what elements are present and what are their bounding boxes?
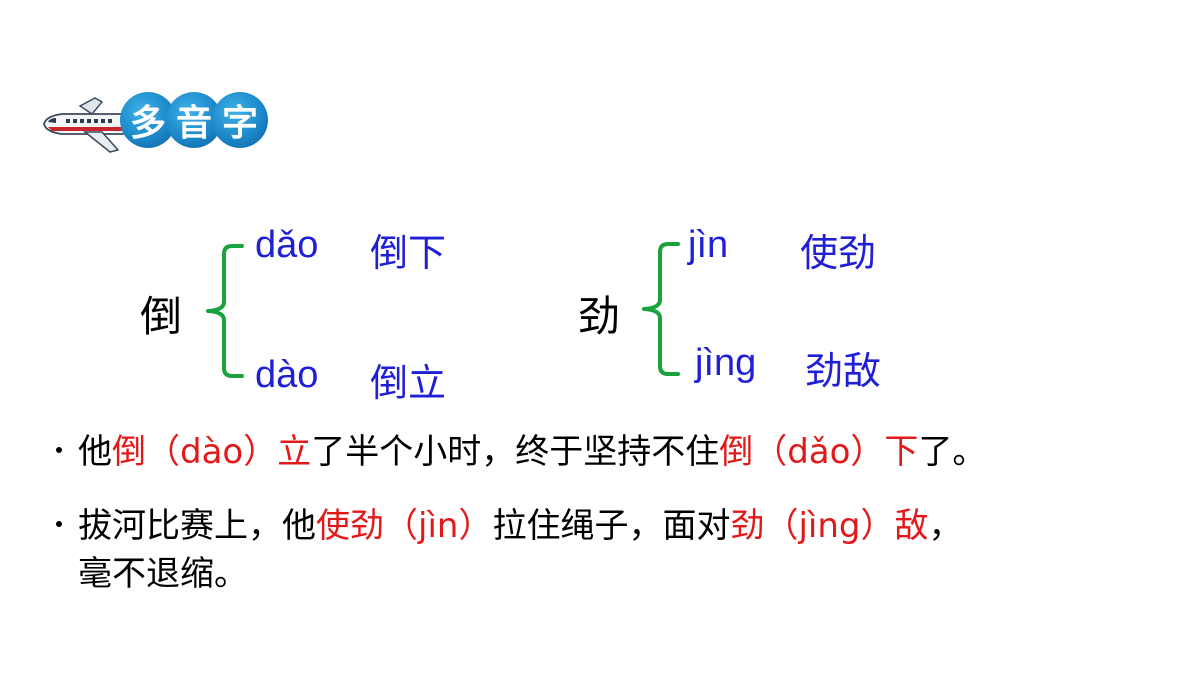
polyphonic-char: 劲 [578,292,621,341]
sentence-segment: 拉住绳子，面对 [492,506,731,546]
pinyin-reading: dǎo [255,224,319,266]
title-char: 音 [166,92,222,148]
pinyin-reading: jìn [688,224,729,266]
title-char: 字 [212,92,268,148]
example-sentence: 他倒（dào）立了半个小时，终于坚持不住倒（dǎo）下了。 [56,428,986,476]
example-sentence: 拔河比赛上，他使劲（jìn）拉住绳子，面对劲（jìng）敌， [56,502,962,550]
sentence-segment: 拔河比赛上，他 [78,506,316,546]
sentence-highlight: 倒（dǎo）下 [719,432,919,472]
brace-icon [206,244,244,378]
pinyin-reading: dào [255,354,319,396]
bullet-icon [56,446,62,453]
sentence-highlight: 使劲（jìn） [316,506,493,546]
brace-icon [642,242,680,376]
sentence-segment: 他 [78,432,112,472]
polyphonic-char: 倒 [140,292,183,341]
section-header: 多 音 字 [40,92,280,158]
bullet-icon [56,520,62,527]
sentence-segment: ， [928,506,963,546]
sentence-segment: 了半个小时，终于坚持不住 [311,432,720,472]
sentence-highlight: 倒（dào）立 [112,432,312,472]
example-word: 使劲 [800,231,877,275]
pinyin-reading: jìng [695,342,757,384]
section-title: 多 音 字 [120,92,268,152]
sentence-segment: 了。 [918,432,987,472]
example-word: 倒立 [370,361,447,405]
example-word: 劲敌 [805,349,882,393]
sentence-continuation: 毫不退缩。 [78,554,248,594]
example-word: 倒下 [370,231,447,275]
sentence-highlight: 劲（jìng）敌 [730,506,929,546]
